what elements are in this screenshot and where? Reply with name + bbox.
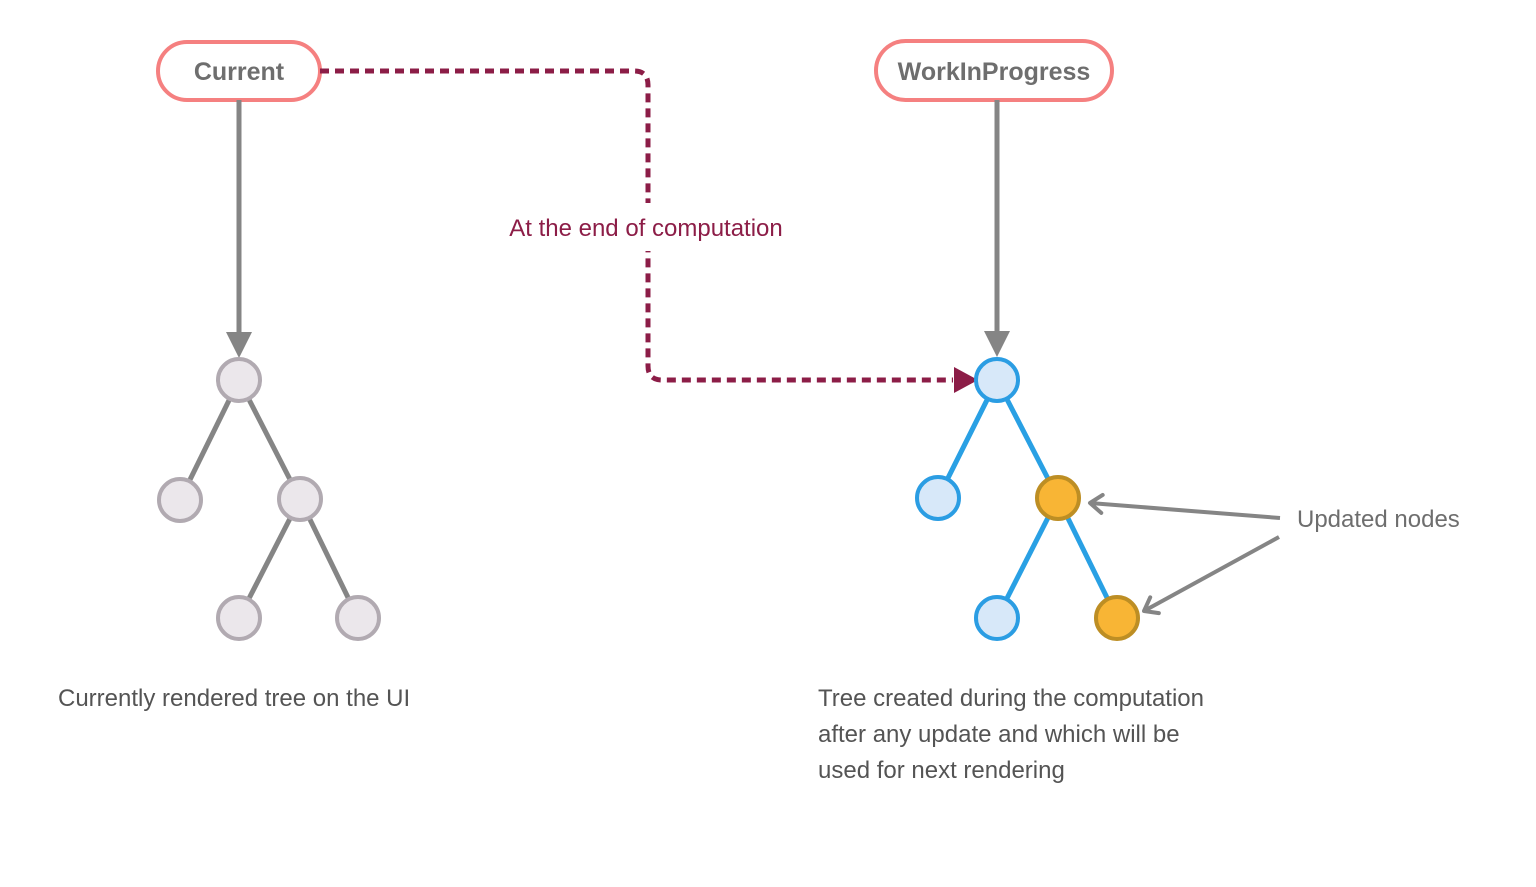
wip-caption-line-2: after any update and which will be — [818, 721, 1180, 748]
updated-nodes-pointer-bottom — [1142, 535, 1280, 616]
work-in-progress-tree — [915, 357, 1140, 641]
tree-node-updated — [1094, 595, 1140, 641]
tree-node-updated — [1035, 475, 1081, 521]
tree-node-gray — [277, 476, 323, 522]
tree-node-clean — [915, 475, 961, 521]
current-pill-label: Current — [194, 58, 285, 86]
tree-node-clean — [974, 357, 1020, 403]
connector-label-backdrop — [478, 203, 814, 251]
connector-label: At the end of computation — [509, 215, 783, 242]
wip-caption-line-1: Tree created during the computation — [818, 685, 1204, 712]
end-of-computation-connector — [320, 68, 953, 383]
work-in-progress-pill-label: WorkInProgress — [898, 58, 1091, 86]
connector-arrowhead-icon — [954, 367, 978, 393]
tree-node-gray — [216, 357, 262, 403]
updated-nodes-pointer-top — [1088, 492, 1281, 520]
wip-caption-line-3: used for next rendering — [818, 757, 1065, 784]
current-tree-caption: Currently rendered tree on the UI — [58, 685, 410, 712]
tree-node-clean — [974, 595, 1020, 641]
tree-node-gray — [157, 477, 203, 523]
current-tree — [157, 357, 381, 641]
updated-nodes-label: Updated nodes — [1297, 506, 1460, 533]
tree-node-gray — [216, 595, 262, 641]
work-in-progress-pill — [874, 39, 1114, 102]
tree-node-gray — [335, 595, 381, 641]
